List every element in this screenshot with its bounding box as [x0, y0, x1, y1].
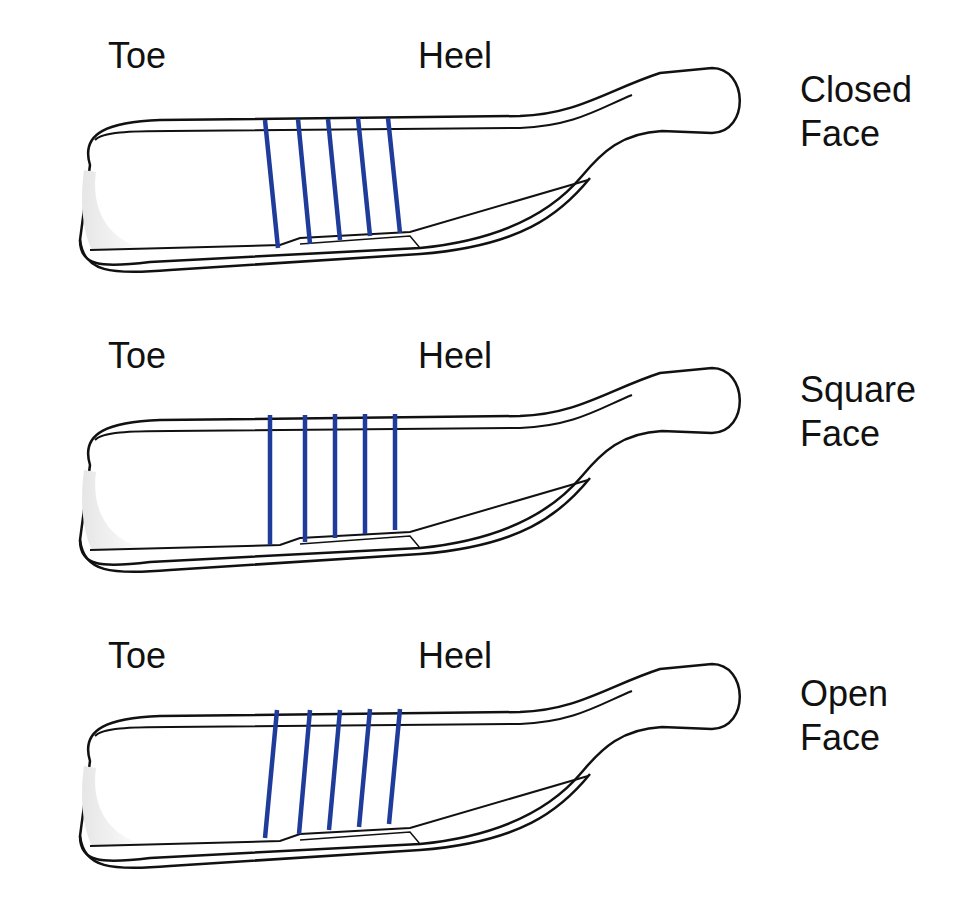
- toe-label: Toe: [108, 34, 166, 78]
- face-label: Open Face: [800, 672, 970, 760]
- face-label: Closed Face: [800, 68, 970, 156]
- face-label: Square Face: [800, 368, 970, 456]
- alignment-lines: [265, 118, 400, 838]
- heel-label: Heel: [418, 334, 492, 378]
- heel-label: Heel: [418, 634, 492, 678]
- toe-label: Toe: [108, 634, 166, 678]
- heel-label: Heel: [418, 34, 492, 78]
- toe-label: Toe: [108, 334, 166, 378]
